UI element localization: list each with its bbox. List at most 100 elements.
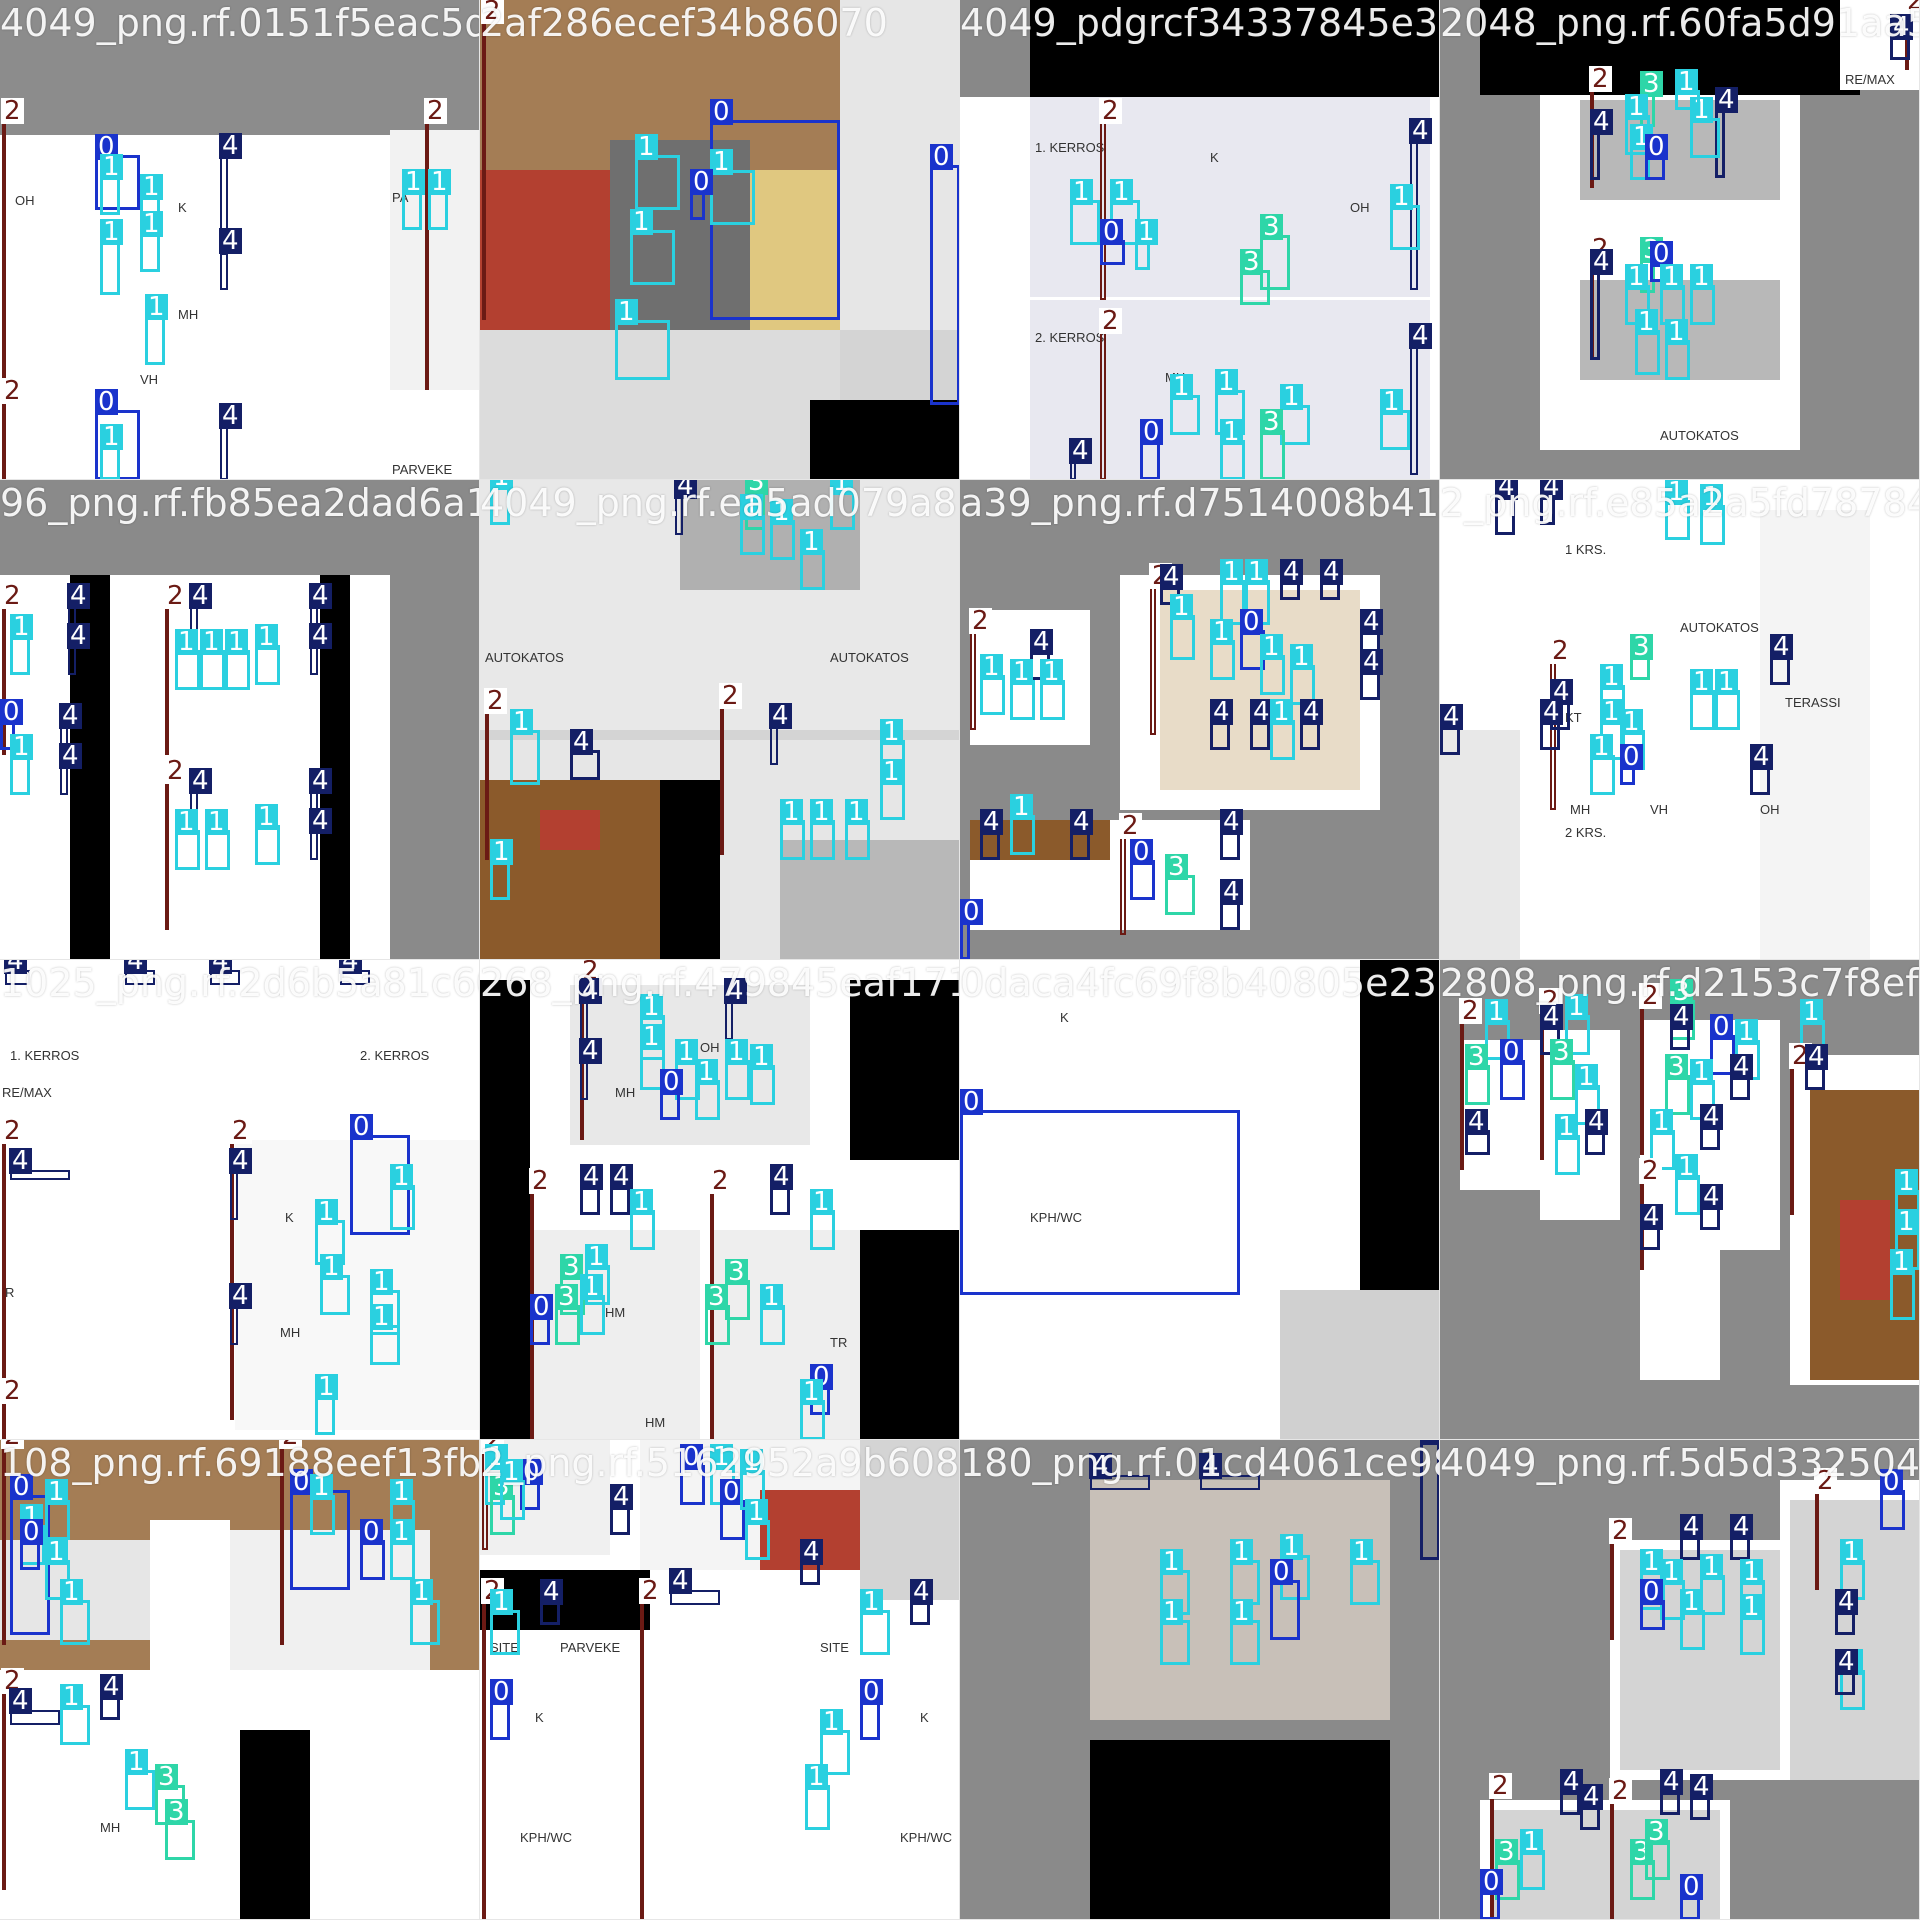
bounding-box-class-1: 1 — [725, 1039, 750, 1100]
bounding-box-class-1: 1 — [490, 480, 513, 525]
bounding-box-class-4: 4 — [570, 729, 600, 780]
class-id-tag: 4 — [1680, 1514, 1703, 1540]
class-id-tag: 1 — [225, 629, 248, 655]
class-id-tag: 4 — [1409, 323, 1432, 349]
bounding-box-class-4: 4 — [800, 1539, 823, 1585]
bounding-box-class-4: 4 — [1805, 1044, 1828, 1090]
bounding-box-class-2: 2 — [164, 758, 187, 930]
class-id-tag: 2 — [1119, 813, 1142, 839]
room-label: 1. KERROS — [1035, 140, 1105, 155]
bounding-box-class-1: 1 — [1665, 480, 1690, 540]
bounding-box-class-4: 4 — [1069, 438, 1092, 479]
class-id-tag: 2 — [164, 583, 187, 609]
class-id-tag: 1 — [490, 839, 513, 865]
bounding-box-class-1: 1 — [1675, 1154, 1700, 1215]
bounding-box-class-4: 4 — [219, 403, 242, 479]
bounding-box-class-0: 0 — [720, 1479, 745, 1540]
bounding-box-class-1: 1 — [980, 654, 1005, 715]
bounding-box-class-1: 1 — [1485, 999, 1510, 1060]
class-id-tag: 4 — [980, 809, 1003, 835]
room-label: MH — [1570, 802, 1591, 817]
bounding-box-class-1: 1 — [1700, 1554, 1725, 1615]
class-id-tag: 0 — [960, 899, 983, 925]
bounding-box-class-1: 1 — [805, 1764, 830, 1830]
class-id-tag: 4 — [1580, 1784, 1603, 1810]
class-id-tag: 4 — [309, 808, 332, 834]
room-label: VH — [140, 372, 159, 387]
bounding-box-class-3: 3 — [1670, 979, 1695, 1040]
bounding-box-class-4: 4 — [1730, 1514, 1753, 1560]
bounding-box-class-1: 1 — [1740, 1594, 1765, 1655]
class-id-tag: 2 — [1489, 1773, 1512, 1799]
bounding-box-class-4: 4 — [1540, 480, 1563, 525]
bounding-box-class-1: 1 — [45, 1479, 70, 1540]
class-id-tag: 1 — [1800, 999, 1823, 1025]
bounding-box-class-4: 4 — [209, 960, 240, 985]
image-tile: SITEPARVEKEKKPH/WCSITEKKPH/WC21301401011… — [480, 1440, 960, 1920]
bounding-box-class-4: 4 — [229, 1283, 252, 1345]
class-id-tag: 3 — [1260, 214, 1283, 240]
tile-filename: 4049_png.rf.ea5ad079a8 — [480, 481, 957, 525]
bounding-box-class-2: 2 — [1, 1378, 24, 1439]
bounding-box-class-4: 4 — [1409, 323, 1432, 475]
class-id-tag: 1 — [880, 719, 903, 745]
class-id-tag: 1 — [490, 1589, 513, 1615]
bounding-box-class-1: 1 — [1690, 669, 1715, 730]
room-label: 1. KERROS — [10, 1048, 80, 1063]
class-id-tag: 1 — [805, 1764, 828, 1790]
class-id-tag: 4 — [1540, 480, 1563, 500]
bounding-box-class-1: 1 — [845, 799, 870, 860]
bounding-box-class-1: 1 — [390, 1164, 415, 1230]
class-id-tag: 4 — [1560, 1769, 1583, 1795]
bounding-box-class-0: 0 — [680, 1444, 705, 1505]
floorplan-region — [780, 840, 959, 959]
class-id-tag: 3 — [705, 1284, 728, 1310]
class-id-tag: 4 — [570, 729, 593, 755]
class-id-tag: 3 — [1645, 1819, 1668, 1845]
class-id-tag: 1 — [1110, 179, 1133, 205]
bounding-box-class-4: 4 — [1300, 699, 1323, 750]
bounding-box-class-0: 0 — [1500, 1039, 1525, 1100]
class-id-tag: 4 — [1585, 1109, 1608, 1135]
class-id-tag: 4 — [67, 623, 90, 649]
class-id-tag: 1 — [140, 211, 163, 237]
class-id-tag: 1 — [1590, 734, 1613, 760]
class-id-tag: 4 — [1280, 559, 1303, 585]
floorplan-region — [240, 1730, 310, 1919]
class-id-tag: 0 — [530, 1294, 553, 1320]
bounding-box-class-1: 1 — [880, 759, 905, 820]
room-label: MH — [178, 307, 199, 322]
bounding-box-class-4: 4 — [189, 583, 212, 645]
class-id-tag: 4 — [1250, 699, 1273, 725]
class-id-tag: 2 — [1099, 98, 1122, 124]
bounding-box-class-0: 0 — [930, 144, 959, 405]
class-id-tag: 4 — [9, 1688, 32, 1714]
class-id-tag: 1 — [100, 424, 123, 450]
bounding-box-class-1: 1 — [1220, 419, 1245, 479]
class-id-tag: 0 — [1620, 744, 1643, 770]
bounding-box-class-4: 4 — [1199, 1453, 1260, 1490]
class-id-tag: 1 — [1290, 644, 1313, 670]
bounding-box-class-0: 0 — [690, 169, 713, 220]
class-id-tag: 4 — [59, 743, 82, 769]
bounding-box-class-1: 1 — [140, 211, 163, 272]
bounding-box-class-4: 4 — [1750, 744, 1773, 795]
class-id-tag: 4 — [1440, 704, 1463, 730]
bounding-box-class-4: 4 — [1580, 1784, 1603, 1830]
room-label: AUTOKATOS — [1680, 620, 1759, 635]
floorplan-region — [660, 780, 720, 959]
bounding-box-class-4: 4 — [669, 1568, 720, 1605]
bounding-box-class-1: 1 — [780, 799, 805, 860]
room-label: R — [5, 1285, 15, 1300]
class-id-tag: 4 — [1220, 809, 1243, 835]
class-id-tag: 1 — [1220, 419, 1243, 445]
bounding-box-class-2: 2 — [1639, 983, 1662, 1155]
class-id-tag: 0 — [490, 1679, 513, 1705]
bounding-box-class-3: 3 — [1665, 1054, 1690, 1115]
class-id-tag: 1 — [1520, 1829, 1543, 1855]
image-tile: AUTOKATOSAUTOKATOS1431111214241111114049… — [480, 480, 960, 960]
bounding-box-class-1: 1 — [630, 209, 675, 285]
bounding-box-class-1: 1 — [1635, 309, 1660, 375]
class-id-tag: 0 — [95, 389, 118, 415]
